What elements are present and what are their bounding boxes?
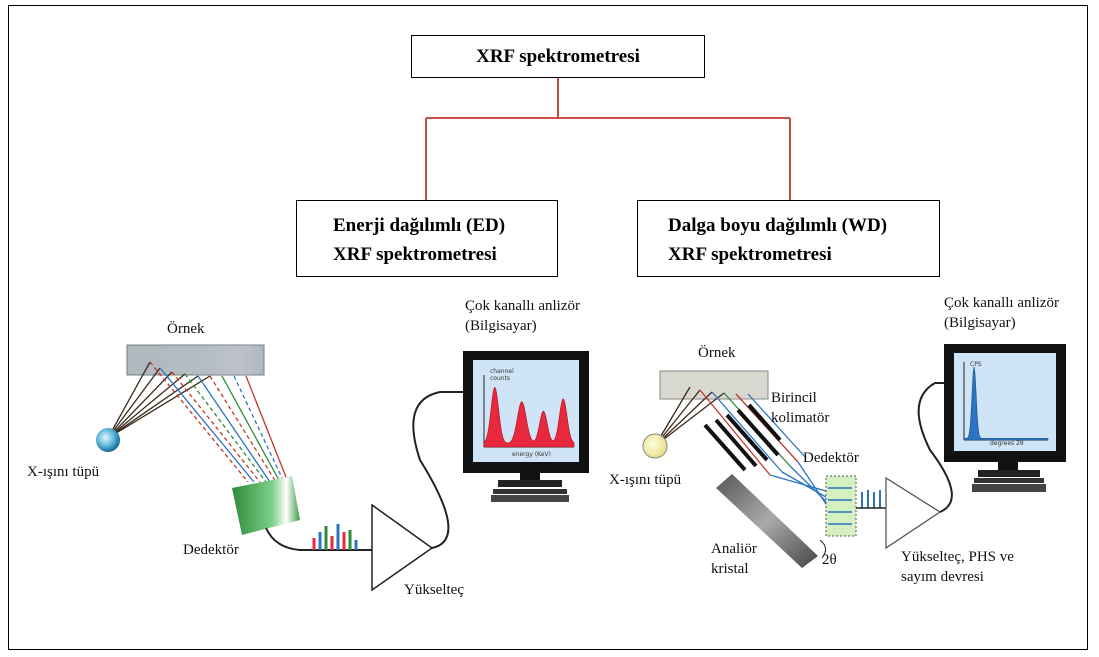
ed-beams — [107, 361, 289, 483]
wd-analyzer-line1: Çok kanallı anlizör — [944, 295, 1059, 311]
ed-xray-tube — [96, 428, 120, 452]
ed-detector-label: Dedektör — [183, 542, 239, 558]
ed-cable-amp-computer — [412, 391, 470, 549]
ed-analyzer-label: Çok kanallı anlizör (Bilgisayar) — [465, 296, 580, 336]
ed-tube-label: X-ışını tüpü — [27, 464, 100, 480]
wd-signal-pulses — [861, 490, 881, 508]
wd-box-line2: XRF spektrometresi — [668, 244, 832, 265]
wd-collimator — [703, 403, 782, 472]
ed-detector — [232, 476, 300, 535]
ed-screen-ylabel-1: channel — [490, 368, 514, 375]
wd-screen-xlabel: degrees 2θ — [990, 440, 1024, 447]
wd-amp-line2: sayım devresi — [901, 569, 984, 585]
ed-cable-detector-amp — [265, 527, 372, 551]
ed-spectrum-curve — [483, 386, 575, 448]
ed-sample-label: Örnek — [167, 321, 205, 337]
title-text: XRF spektrometresi — [476, 45, 640, 67]
wd-xray-tube — [642, 433, 668, 459]
wd-collimator-line2: kolimatör — [771, 410, 830, 426]
wd-cable-amp-computer — [917, 382, 953, 513]
wd-box-line1: Dalga boyu dağılımlı (WD) — [668, 215, 888, 236]
ed-sample — [126, 344, 265, 376]
ed-box-line1: Enerji dağılımlı (ED) — [333, 215, 506, 236]
wd-analyzer-label: Çok kanallı anlizör (Bilgisayar) — [944, 293, 1059, 333]
hierarchy-connectors — [425, 78, 791, 200]
wd-crystal-line1: Analiör — [711, 541, 757, 557]
ed-box-line2: XRF spektrometresi — [333, 244, 497, 265]
wd-detector — [825, 475, 857, 537]
wd-analyzer-crystal — [716, 474, 818, 568]
ed-screen-xlabel: energy (KeV) — [512, 451, 551, 458]
wd-collimator-label: Birincil kolimatör — [771, 388, 829, 428]
wd-amp-line1: Yükselteç, PHS ve — [901, 549, 1014, 565]
wd-screen-ylabel: CPS — [970, 361, 982, 368]
wd-crystal-line2: kristal — [711, 561, 749, 577]
wd-angle-arc — [819, 539, 826, 559]
ed-screen-ylabel-2: counts — [490, 375, 510, 382]
wd-detector-arrows — [828, 487, 852, 525]
ed-analyzer-line2: (Bilgisayar) — [465, 318, 537, 334]
wd-collimator-line1: Birincil — [771, 390, 817, 406]
wd-spectrum-peak — [963, 366, 1049, 441]
wd-computer — [944, 344, 1066, 492]
figure-frame — [8, 5, 1088, 650]
ed-category-box: Enerji dağılımlı (ED) XRF spektrometresi — [296, 200, 558, 277]
ed-signal-pulses — [312, 524, 358, 550]
wd-sample-label: Örnek — [698, 345, 736, 361]
wd-analyzer-line2: (Bilgisayar) — [944, 315, 1016, 331]
wd-angle-label: 2θ — [822, 552, 837, 568]
title-box: XRF spektrometresi — [411, 35, 705, 78]
wd-amp-label: Yükselteç, PHS ve sayım devresi — [901, 547, 1014, 587]
wd-detector-label: Dedektör — [803, 450, 859, 466]
ed-amplifier-label: Yükselteç — [404, 582, 464, 598]
wd-crystal-label: Analiör kristal — [711, 539, 757, 579]
wd-spectrum-screen — [963, 362, 1049, 441]
wd-amplifier — [885, 476, 942, 550]
ed-analyzer-line1: Çok kanallı anlizör — [465, 298, 580, 314]
wd-tube-label: X-ışını tüpü — [609, 472, 682, 488]
wd-category-box: Dalga boyu dağılımlı (WD) XRF spektromet… — [637, 200, 940, 277]
ed-spectrum-screen — [483, 375, 575, 448]
ed-amplifier — [371, 503, 434, 592]
